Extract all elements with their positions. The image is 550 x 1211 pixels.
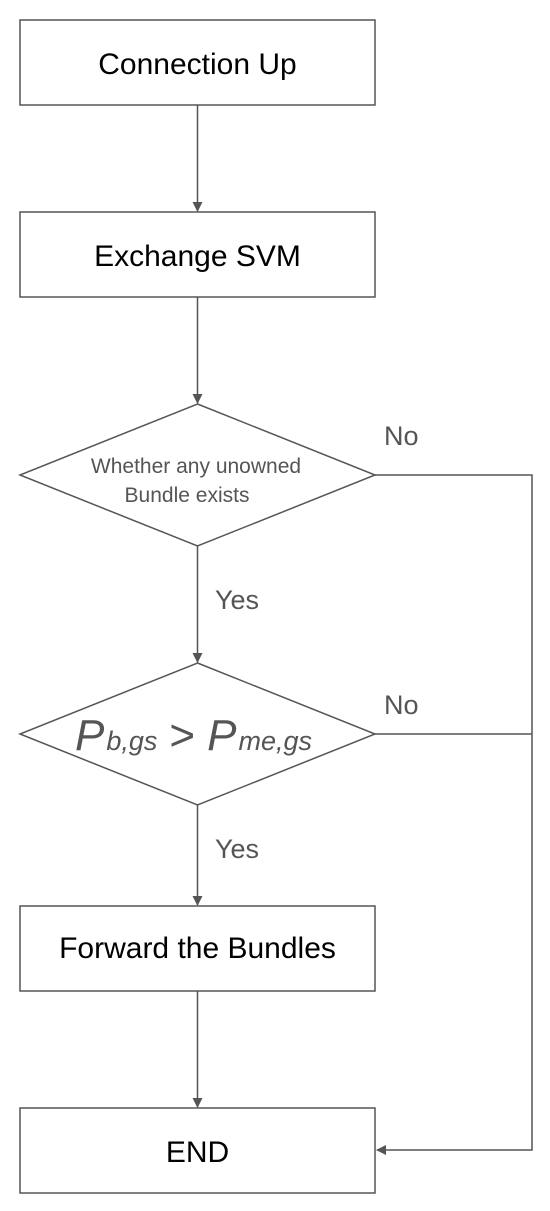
probability-decision: [17, 662, 378, 806]
unowned-bundle-line2: Bundle exists: [125, 484, 250, 507]
right-symbol: P: [207, 711, 237, 760]
connection-up-label: Connection Up: [98, 48, 296, 81]
probability-expression: Pb,gs>Pme,gs: [75, 711, 312, 760]
exchange-svm-label: Exchange SVM: [94, 240, 301, 273]
end-label: END: [166, 1136, 229, 1169]
end-box: [19, 1107, 376, 1194]
yes-label-2: Yes: [215, 834, 259, 864]
forward-bundles-label: Forward the Bundles: [59, 932, 336, 965]
yes-label-1: Yes: [215, 585, 259, 615]
no-label-1: No: [384, 421, 419, 451]
right-subscript: me,gs: [238, 726, 312, 756]
exchange-svm-box: [19, 211, 376, 298]
comparison-operator: >: [169, 711, 195, 760]
connection-up-box: [19, 19, 376, 106]
no-branch-line: [375, 474, 533, 1155]
left-symbol: P: [75, 711, 105, 760]
unowned-bundle-line1: Whether any unowned: [91, 455, 301, 478]
no-label-2: No: [384, 690, 419, 720]
left-subscript: b,gs: [106, 726, 157, 756]
